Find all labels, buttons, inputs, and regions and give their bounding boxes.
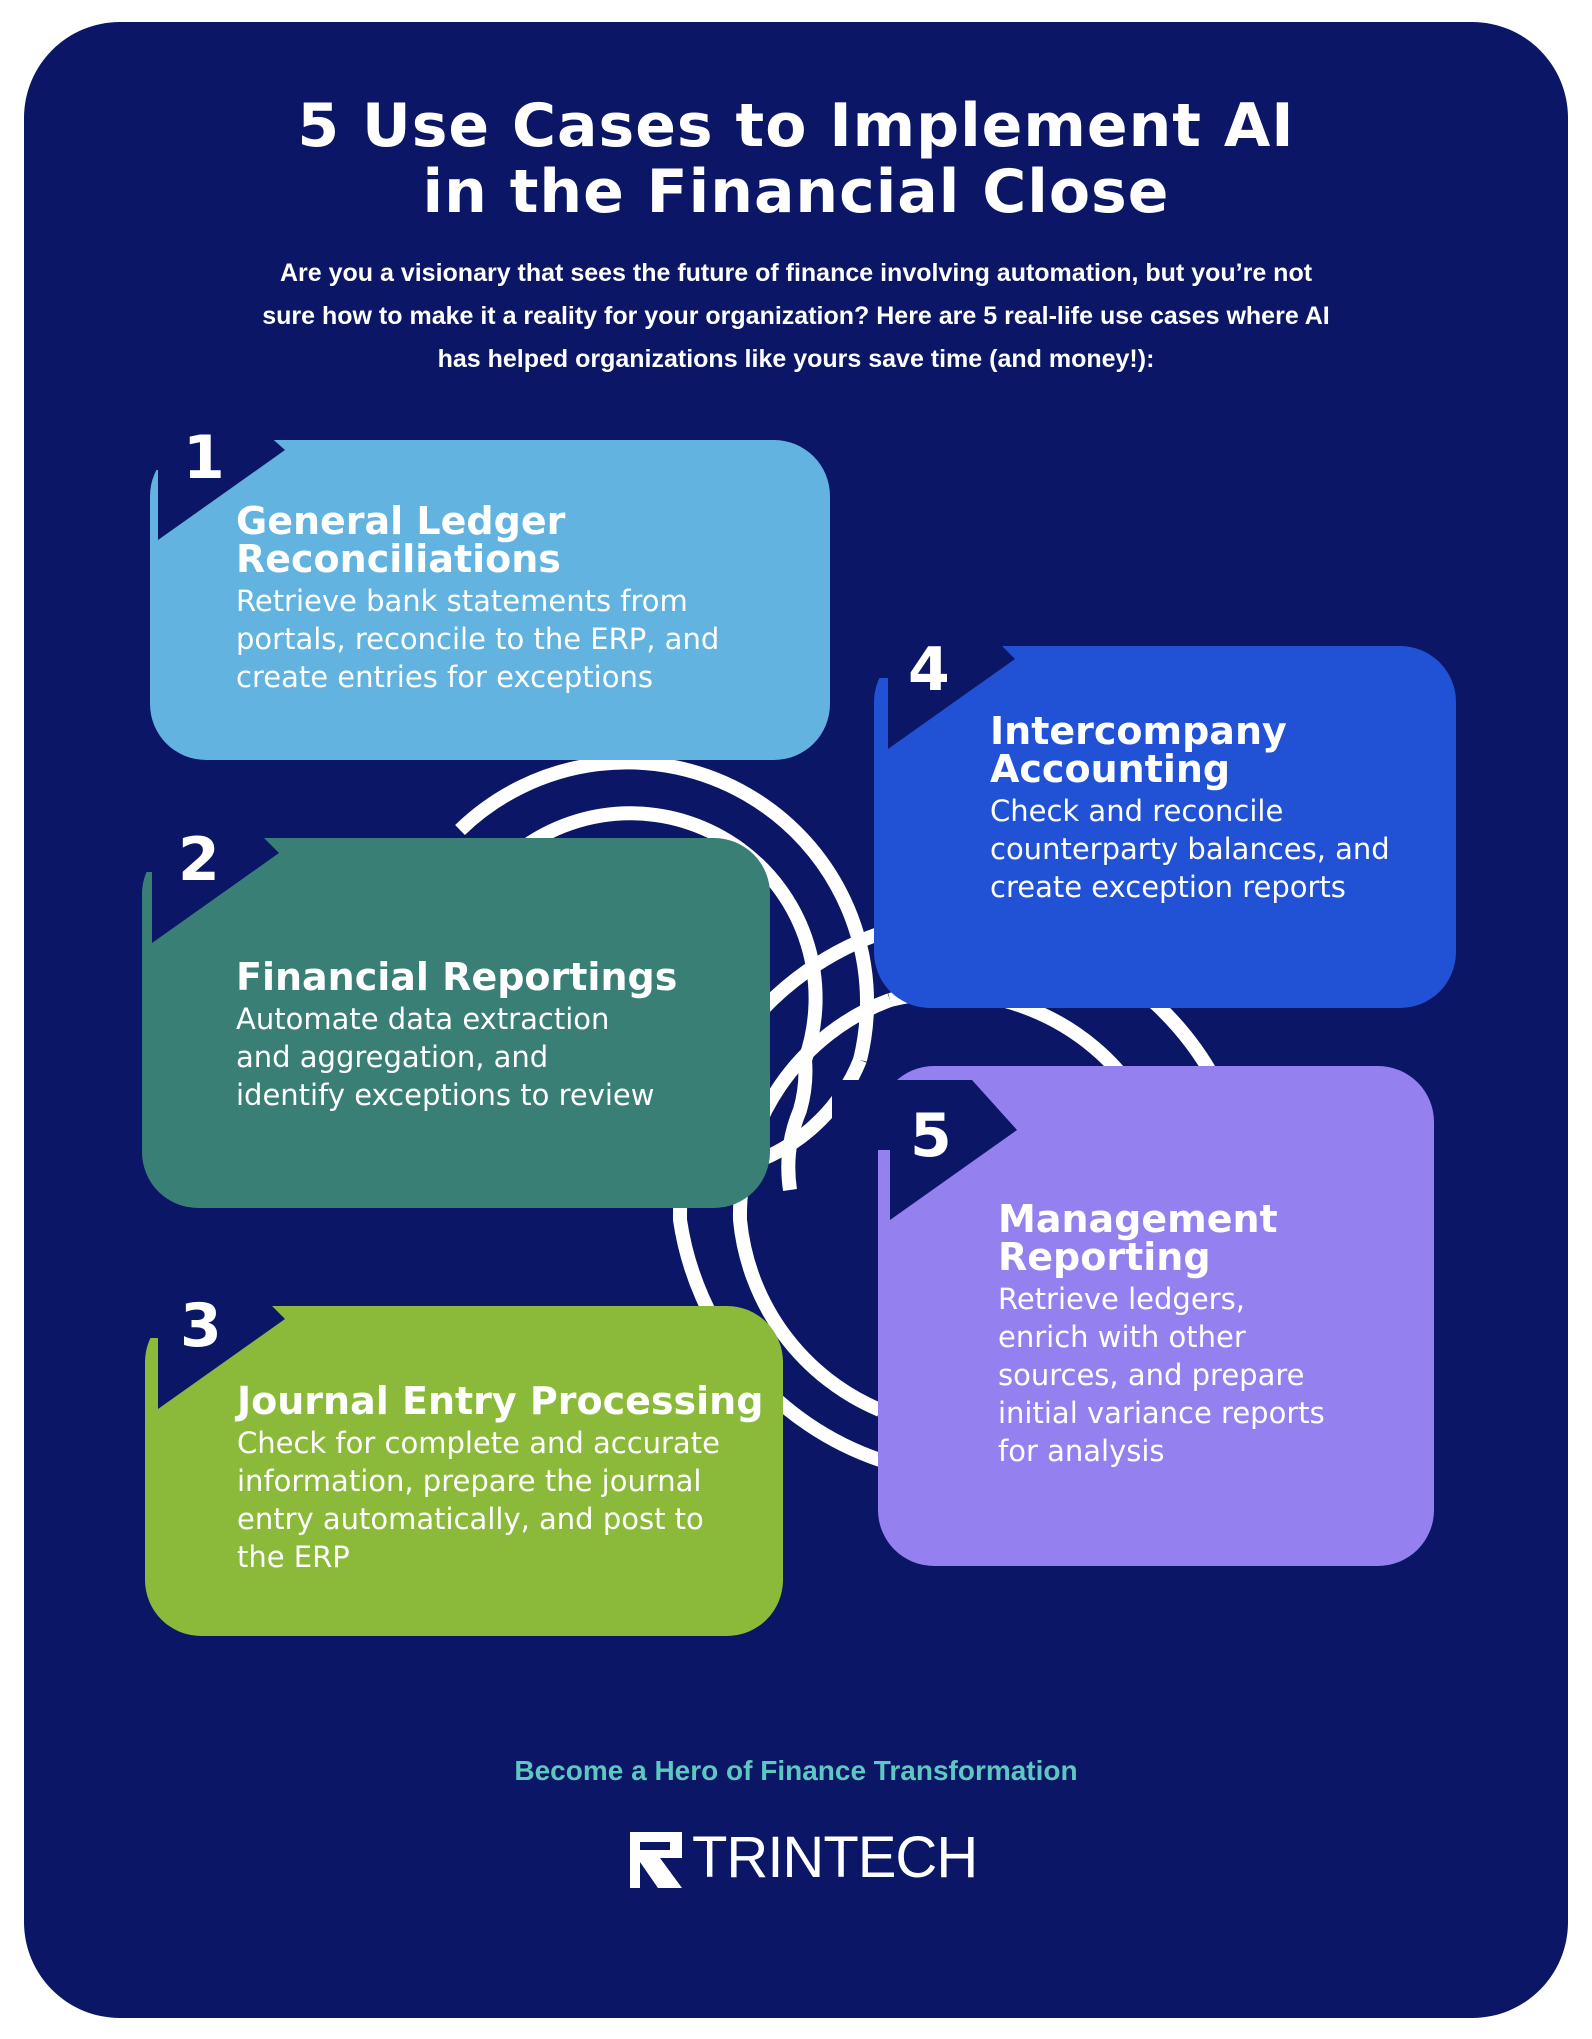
use-case-5-desc-line-2: enrich with other [998, 1320, 1246, 1354]
footer-tagline: Become a Hero of Finance Transformation [514, 1755, 1078, 1786]
use-case-card-3: Journal Entry Processing Check for compl… [145, 1306, 783, 1636]
use-case-4-title-line-1: Intercompany [990, 709, 1287, 753]
intro-text: Are you a visionary that sees the future… [190, 252, 1402, 381]
use-case-1-desc-line-1: Retrieve bank statements from [236, 584, 688, 618]
use-case-2-title-line-1: Financial Reportings [236, 955, 678, 999]
ring-middle-s [781, 1059, 813, 1192]
ring-upper-left-arc [757, 1057, 867, 1167]
use-case-3-desc-line-3: entry automatically, and post to [237, 1502, 704, 1536]
intro-line-1: Are you a visionary that sees the future… [279, 259, 1313, 287]
use-case-card-2: Financial Reportings Automate data extra… [142, 838, 770, 1208]
use-case-2-title: Financial Reportings [236, 958, 677, 996]
use-case-4-desc-line-1: Check and reconcile [990, 794, 1284, 828]
use-case-2-desc-line-1: Automate data extraction [236, 1002, 610, 1036]
use-case-3-title: Journal Entry Processing [237, 1382, 763, 1420]
use-case-1-title-line-2: Reconciliations [236, 537, 561, 581]
number-badge-5 [832, 1080, 1017, 1220]
badge-2-shape [94, 808, 279, 943]
use-case-1-number: 1 [183, 423, 225, 493]
use-case-2-description: Automate data extraction and aggregation… [236, 1000, 655, 1114]
use-case-1-desc-line-3: create entries for exceptions [236, 660, 653, 694]
use-case-3-description: Check for complete and accurate informat… [237, 1424, 720, 1576]
use-case-4-title: Intercompany Accounting [990, 712, 1287, 788]
use-case-5-title: Management Reporting [998, 1200, 1278, 1276]
use-case-3-desc-line-4: the ERP [237, 1540, 350, 1574]
use-case-2-desc-line-3: identify exceptions to review [236, 1078, 655, 1112]
use-case-card-4: Intercompany Accounting Check and reconc… [874, 646, 1456, 1008]
badge-1-shape [100, 410, 285, 540]
use-case-3-desc-line-1: Check for complete and accurate [237, 1426, 720, 1460]
title-line-1: 5 Use Cases to Implement AI [297, 91, 1295, 161]
number-badge-2 [94, 808, 279, 943]
use-case-2-desc-line-2: and aggregation, and [236, 1040, 549, 1074]
intro-line-3: has helped organizations like yours save… [437, 345, 1155, 373]
use-case-5-title-line-2: Reporting [998, 1235, 1211, 1279]
trintech-logo-icon [630, 1832, 682, 1888]
use-case-1-description: Retrieve bank statements from portals, r… [236, 582, 719, 696]
use-case-3-title-line-1: Journal Entry Processing [237, 1379, 764, 1423]
use-case-5-description: Retrieve ledgers, enrich with other sour… [998, 1280, 1325, 1470]
use-case-3-desc-line-2: information, prepare the journal [237, 1464, 702, 1498]
use-case-5-desc-line-4: initial variance reports [998, 1396, 1325, 1430]
use-case-5-desc-line-3: sources, and prepare [998, 1358, 1305, 1392]
trintech-wordmark: TRINTECH [692, 1825, 978, 1890]
use-case-4-desc-line-2: counterparty balances, and [990, 832, 1390, 866]
use-case-5-number: 5 [910, 1101, 952, 1171]
ring-upper-outer [455, 755, 874, 1062]
use-case-card-1: General Ledger Reconciliations Retrieve … [150, 440, 830, 760]
logo-mark-cutout [640, 1842, 670, 1850]
use-case-1-title: General Ledger Reconciliations [236, 502, 565, 578]
use-case-4-desc-line-3: create exception reports [990, 870, 1346, 904]
use-case-2-number: 2 [178, 825, 220, 895]
title-line-2: in the Financial Close [422, 157, 1170, 227]
number-badge-1 [100, 410, 285, 540]
badge-5-shape [832, 1080, 1017, 1220]
use-case-4-description: Check and reconcile counterparty balance… [990, 792, 1390, 906]
use-case-5-title-line-1: Management [998, 1197, 1278, 1241]
number-badge-4 [830, 614, 1015, 749]
use-case-1-title-line-1: General Ledger [236, 499, 566, 543]
use-case-5-desc-line-5: for analysis [998, 1434, 1165, 1468]
use-case-4-number: 4 [908, 635, 950, 705]
intro-line-2: sure how to make it a reality for your o… [262, 302, 1330, 330]
use-case-3-number: 3 [180, 1291, 222, 1361]
badge-3-shape [100, 1274, 285, 1409]
badge-4-shape [830, 614, 1015, 749]
number-badge-3 [100, 1274, 285, 1409]
use-case-1-desc-line-2: portals, reconcile to the ERP, and [236, 622, 720, 656]
use-case-4-title-line-2: Accounting [990, 747, 1231, 791]
ring-lower-inner [732, 993, 893, 1417]
logo-mark-shape [630, 1832, 682, 1888]
use-case-5-desc-line-1: Retrieve ledgers, [998, 1282, 1245, 1316]
